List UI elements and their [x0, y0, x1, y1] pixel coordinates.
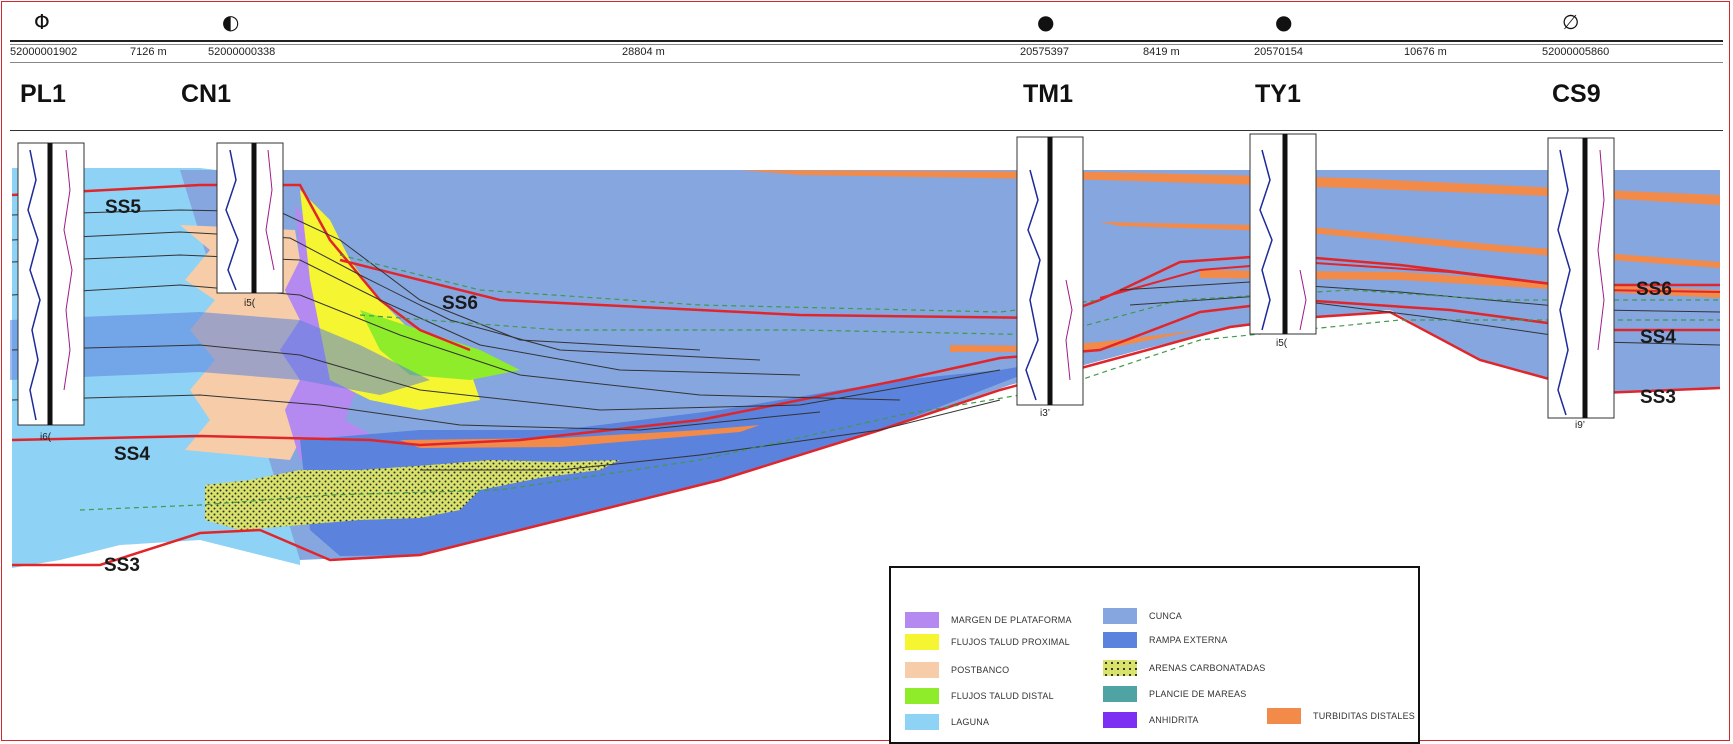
legend-swatch — [1103, 608, 1137, 624]
dashed-correlations — [79, 254, 1720, 511]
distance-ty1-cs9: 10676 m — [1404, 46, 1447, 58]
well-log-cn1: i5( — [216, 142, 284, 309]
correlation-lines — [11, 209, 1721, 471]
well-name-pl1: PL1 — [20, 80, 66, 108]
legend-label: LAGUNA — [951, 717, 990, 727]
legend-label: TURBIDITAS DISTALES — [1313, 711, 1415, 721]
well-log-ty1: i5( — [1249, 133, 1317, 349]
well-symbol-filled-circle-icon: ● — [1037, 10, 1055, 34]
sequence-label-ss5: SS5 — [105, 197, 141, 218]
sequence-label-ss6-west: SS6 — [442, 293, 478, 314]
well-name-cn1: CN1 — [181, 80, 232, 108]
well-name-tm1: TM1 — [1023, 80, 1073, 108]
legend-label: CUNCA — [1149, 611, 1183, 621]
legend-swatch — [905, 634, 939, 650]
legend-item-talud-distal: FLUJOS TALUD DISTAL — [905, 688, 1054, 704]
legend-item-rampa-externa: RAMPA EXTERNA — [1103, 632, 1227, 648]
legend-item-anhidrita: ANHIDRITA — [1103, 712, 1199, 728]
well-log-tm1: i3’ — [1016, 136, 1084, 419]
header-rule-bottom — [10, 62, 1723, 63]
distance-tm1-ty1: 8419 m — [1143, 46, 1180, 58]
well-symbol-phi-icon: Φ — [34, 10, 50, 34]
well-id-pl1: 52000001902 — [10, 46, 78, 58]
well-symbol-half-circle-icon: ◐ — [222, 10, 240, 34]
facies-legend: MARGEN DE PLATAFORMA FLUJOS TALUD PROXIM… — [889, 566, 1420, 744]
header-rule-top — [10, 40, 1723, 42]
legend-item-margen: MARGEN DE PLATAFORMA — [905, 612, 1072, 628]
legend-label: MARGEN DE PLATAFORMA — [951, 615, 1072, 625]
facies-rampa-externa — [300, 360, 1060, 556]
facies-rampa-externa-upper — [10, 312, 430, 395]
legend-swatch — [1103, 632, 1137, 648]
legend-swatch — [905, 688, 939, 704]
legend-item-cuenca: CUNCA — [1103, 608, 1182, 624]
boundary-ss6b — [1099, 260, 1721, 299]
legend-swatch — [1103, 660, 1137, 676]
facies-turbiditas-wedge — [950, 330, 1200, 352]
legend-label: RAMPA EXTERNA — [1149, 635, 1228, 645]
well-depth-label-tm1: i3’ — [1040, 408, 1050, 419]
well-symbol-filled-circle-icon: ● — [1275, 10, 1293, 34]
facies-turbiditas-top — [740, 170, 1720, 205]
well-depth-label-pl1: i6( — [40, 432, 52, 443]
legend-swatch — [1103, 686, 1137, 702]
legend-item-planicie: PLANCIE DE MAREAS — [1103, 686, 1246, 702]
legend-item-talud-proximal: FLUJOS TALUD PROXIMAL — [905, 634, 1070, 650]
well-id-cs9: 52000005860 — [1542, 46, 1610, 58]
sequence-label-ss3-east: SS3 — [1640, 387, 1676, 408]
legend-label: PLANCIE DE MAREAS — [1149, 689, 1247, 699]
well-symbol-crossed-circle-icon: ∅ — [1562, 10, 1580, 34]
well-id-tm1: 20575397 — [1020, 46, 1069, 58]
well-log-pl1: i6( — [17, 142, 85, 443]
sequence-label-ss6-east: SS6 — [1636, 279, 1672, 300]
legend-swatch — [1267, 708, 1301, 724]
well-depth-label-cs9: i9’ — [1575, 420, 1585, 431]
legend-swatch — [905, 612, 939, 628]
legend-label: ANHIDRITA — [1149, 715, 1199, 725]
datum-line — [10, 130, 1723, 131]
legend-swatch — [1103, 712, 1137, 728]
legend-swatch — [905, 714, 939, 730]
well-id-cn1: 52000000338 — [208, 46, 276, 58]
legend-item-postbanco: POSTBANCO — [905, 662, 1009, 678]
sequence-label-ss3-west: SS3 — [104, 555, 140, 576]
sequence-label-ss4-west: SS4 — [114, 444, 150, 465]
legend-swatch — [905, 662, 939, 678]
facies-talud-distal — [360, 310, 520, 380]
legend-label: FLUJOS TALUD PROXIMAL — [951, 637, 1070, 647]
well-name-cs9: CS9 — [1552, 80, 1601, 108]
legend-item-arenas: ARENAS CARBONATADAS — [1103, 660, 1266, 676]
header-rule-mid — [10, 44, 1723, 45]
boundary-ss4 — [11, 298, 1720, 447]
well-depth-label-cn1: i5( — [244, 298, 256, 309]
distance-cn1-tm1: 28804 m — [622, 46, 665, 58]
distance-pl1-cn1: 7126 m — [130, 46, 167, 58]
legend-label: FLUJOS TALUD DISTAL — [951, 691, 1054, 701]
boundary-ss5 — [11, 183, 471, 352]
legend-item-turbiditas: TURBIDITAS DISTALES — [1267, 708, 1415, 724]
well-depth-label-ty1: i5( — [1276, 338, 1288, 349]
legend-label: POSTBANCO — [951, 665, 1010, 675]
well-log-cs9: i9’ — [1547, 137, 1615, 431]
sequence-label-ss4-east: SS4 — [1640, 327, 1676, 348]
well-id-ty1: 20570154 — [1254, 46, 1303, 58]
section-header: Φ ◐ ● ● ∅ 52000001902 7126 m 52000000338… — [0, 0, 1733, 131]
legend-item-laguna: LAGUNA — [905, 714, 989, 730]
legend-label: ARENAS CARBONATADAS — [1149, 663, 1266, 673]
facies-arenas-carbonatadas — [205, 460, 620, 530]
well-name-ty1: TY1 — [1255, 80, 1301, 108]
